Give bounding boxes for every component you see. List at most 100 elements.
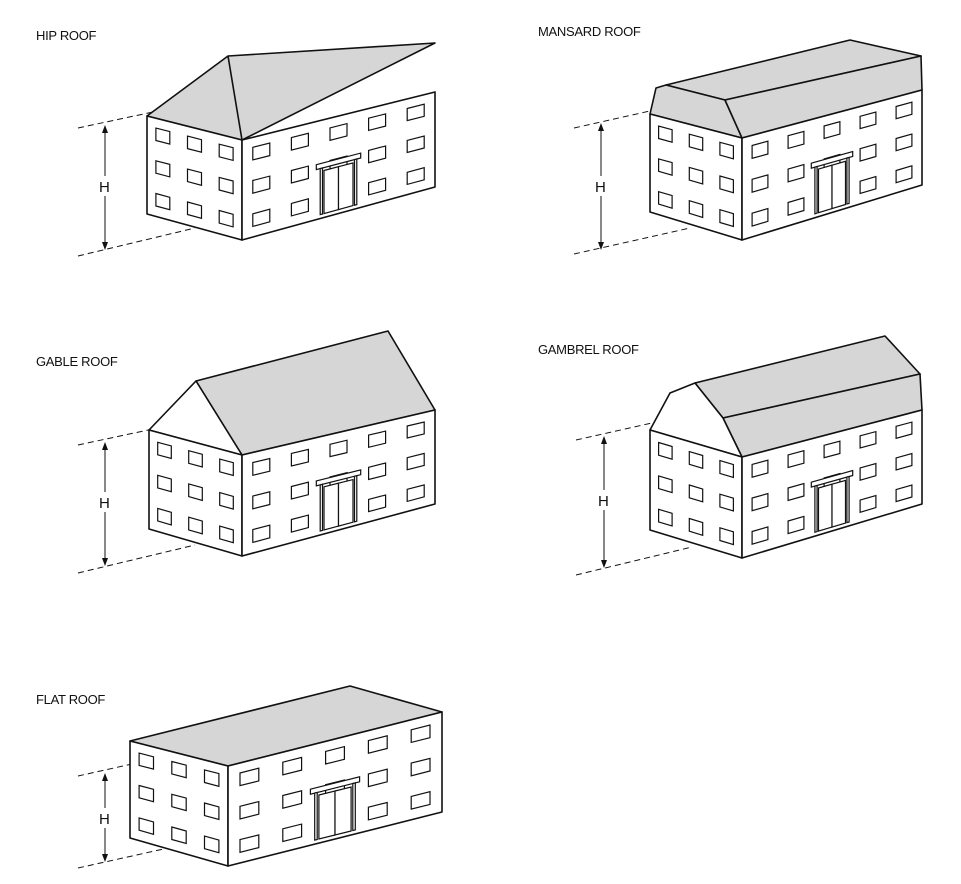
door-post — [846, 156, 850, 205]
window — [688, 517, 704, 537]
window — [688, 133, 704, 152]
window — [688, 484, 704, 503]
window — [252, 208, 271, 228]
door-leaf — [318, 790, 336, 840]
mansard-roof-title: MANSARD ROOF — [538, 24, 641, 39]
door-leaf — [831, 160, 847, 210]
window — [203, 835, 220, 854]
window — [406, 135, 425, 154]
window — [406, 452, 425, 471]
door-post — [814, 484, 818, 533]
window — [155, 127, 171, 145]
window — [218, 209, 234, 228]
window — [751, 140, 769, 160]
gambrel-roof-title: GAMBREL ROOF — [538, 342, 639, 357]
window — [368, 113, 387, 132]
window — [290, 481, 309, 500]
window — [282, 823, 303, 843]
window — [657, 508, 673, 527]
window — [787, 482, 805, 502]
window — [410, 724, 431, 744]
window — [282, 790, 303, 809]
window — [719, 208, 735, 228]
window — [186, 168, 203, 187]
window — [203, 769, 220, 788]
door-canopy — [309, 776, 361, 795]
window — [138, 817, 155, 836]
height-indicator: H — [77, 419, 196, 574]
window — [895, 452, 913, 471]
height-label: H — [598, 493, 609, 510]
window — [138, 784, 155, 803]
window — [895, 101, 913, 120]
window — [252, 175, 271, 194]
window — [688, 450, 704, 470]
window — [218, 176, 234, 195]
window — [188, 516, 203, 535]
window — [406, 484, 425, 503]
window — [751, 492, 769, 512]
windows-layer — [138, 101, 913, 854]
height-label: H — [595, 179, 606, 196]
window — [188, 449, 203, 468]
window — [751, 459, 769, 478]
window — [329, 122, 348, 142]
door-post — [353, 158, 358, 206]
window — [895, 421, 913, 440]
window — [787, 449, 805, 469]
window — [719, 141, 735, 160]
height-label: H — [99, 811, 110, 828]
window — [219, 525, 234, 544]
door-canopy — [810, 150, 854, 169]
height-indicator: H — [77, 102, 196, 257]
window — [157, 507, 172, 526]
flat-roof-title: FLAT ROOF — [36, 692, 105, 707]
window — [859, 494, 877, 514]
door-post — [314, 791, 318, 841]
window — [787, 196, 805, 217]
window — [657, 190, 673, 210]
window — [290, 132, 309, 151]
window — [171, 760, 187, 779]
door-leaf — [337, 478, 354, 527]
door-post — [846, 475, 850, 524]
height-label: H — [99, 495, 110, 512]
window — [787, 515, 805, 535]
window — [219, 491, 234, 510]
window — [406, 103, 425, 122]
window — [252, 524, 271, 544]
window — [218, 143, 234, 162]
door-leaf — [334, 786, 352, 836]
height-indicator: H — [77, 749, 196, 869]
hip-roof-panel: HIP ROOF H — [36, 28, 436, 257]
window — [367, 801, 388, 821]
window — [787, 130, 805, 150]
window — [188, 483, 203, 502]
window — [859, 175, 877, 195]
window — [252, 142, 271, 161]
height-indicator: H — [573, 101, 691, 255]
window — [859, 143, 877, 162]
window — [157, 441, 172, 460]
window — [157, 474, 172, 493]
window — [290, 165, 309, 184]
window — [688, 199, 704, 219]
window — [290, 198, 309, 217]
gable-roof-panel: GABLE ROOF H — [36, 330, 436, 574]
doors-layer — [309, 150, 854, 841]
window — [290, 514, 309, 533]
window — [290, 448, 309, 467]
door-leaf — [323, 482, 340, 531]
window — [329, 439, 348, 458]
hip-roof-title: HIP ROOF — [36, 28, 97, 43]
window — [823, 120, 841, 140]
window — [155, 192, 171, 211]
window — [406, 421, 425, 439]
window — [895, 484, 913, 503]
height-indicator: H — [575, 413, 693, 576]
window — [252, 491, 271, 510]
window — [138, 752, 155, 770]
window — [171, 793, 187, 812]
window — [252, 457, 271, 477]
